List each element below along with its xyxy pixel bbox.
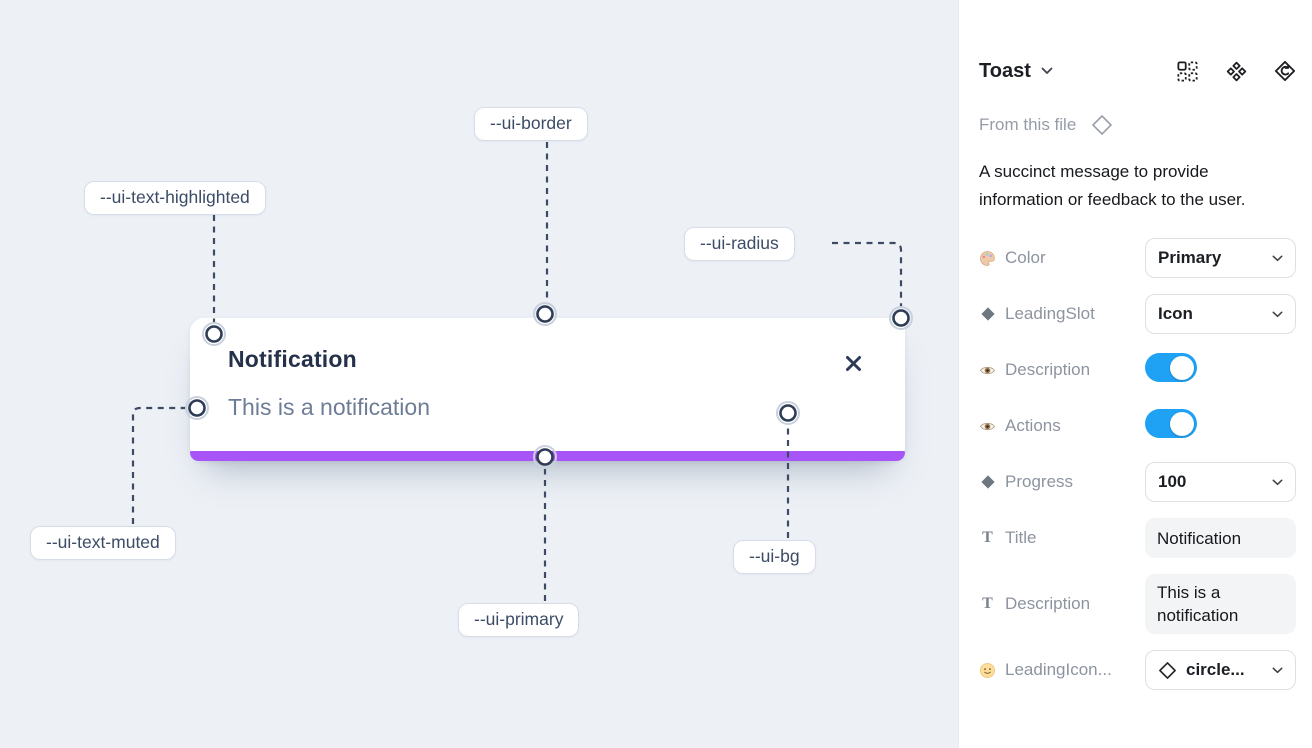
property-list: Color Primary LeadingSlot Icon bbox=[979, 238, 1296, 690]
prop-label-actions: Actions bbox=[1005, 416, 1061, 435]
swap-instance-icon[interactable] bbox=[1176, 60, 1198, 82]
panel-header: Toast bbox=[979, 56, 1296, 86]
component-title: Toast bbox=[979, 59, 1031, 82]
palette-icon bbox=[979, 250, 996, 267]
prop-label-leadingicon: LeadingIcon... bbox=[1005, 660, 1112, 679]
prop-row-description-toggle: Description bbox=[979, 350, 1296, 390]
prop-label-description: Description bbox=[1005, 360, 1091, 379]
annotation-ui-border: --ui-border bbox=[474, 107, 588, 141]
annotation-ui-text-muted: --ui-text-muted bbox=[30, 526, 176, 560]
prop-row-description-text: T Description This is a notification bbox=[979, 574, 1296, 634]
eye-icon bbox=[979, 362, 996, 379]
leadingslot-select[interactable]: Icon bbox=[1145, 294, 1296, 334]
chevron-down-icon bbox=[1272, 305, 1283, 323]
source-label: From this file bbox=[979, 115, 1077, 134]
component-description: A succinct message to provide informatio… bbox=[979, 162, 1246, 209]
chevron-down-icon bbox=[1272, 473, 1283, 491]
description-toggle[interactable] bbox=[1145, 353, 1197, 382]
prop-label-description-text: Description bbox=[1005, 594, 1091, 613]
annotation-ui-text-highlighted: --ui-text-highlighted bbox=[84, 181, 266, 215]
component-icon[interactable] bbox=[1225, 60, 1247, 82]
diamond-icon bbox=[979, 306, 996, 323]
smiley-icon bbox=[979, 662, 996, 679]
source-row: From this file bbox=[979, 112, 1296, 138]
diamond-outline-icon bbox=[1158, 661, 1177, 680]
toggle-knob bbox=[1170, 411, 1194, 436]
properties-panel: Toast bbox=[958, 0, 1312, 748]
eye-icon bbox=[979, 418, 996, 435]
toast-progress-bar bbox=[190, 451, 905, 461]
text-icon: T bbox=[982, 595, 993, 612]
prop-row-actions-toggle: Actions bbox=[979, 406, 1296, 446]
text-icon: T bbox=[982, 529, 993, 546]
prop-label-progress: Progress bbox=[1005, 472, 1074, 491]
prop-row-leadingicon: LeadingIcon... circle... bbox=[979, 650, 1296, 690]
title-field[interactable]: Notification bbox=[1145, 518, 1296, 558]
color-select[interactable]: Primary bbox=[1145, 238, 1296, 278]
chevron-down-icon bbox=[1272, 661, 1283, 679]
leadingicon-select[interactable]: circle... bbox=[1145, 650, 1296, 690]
annotation-ui-primary: --ui-primary bbox=[458, 603, 580, 637]
prop-row-progress: Progress 100 bbox=[979, 462, 1296, 502]
annotation-ui-radius: --ui-radius bbox=[684, 227, 795, 261]
prop-label-color: Color bbox=[1005, 248, 1046, 267]
component-canvas: Notification This is a notification bbox=[30, 107, 913, 637]
prop-label-leadingslot: LeadingSlot bbox=[1005, 304, 1095, 323]
diamond-outline-icon[interactable] bbox=[1090, 113, 1114, 137]
back-to-component-icon[interactable] bbox=[1274, 60, 1296, 82]
chevron-down-icon bbox=[1272, 249, 1283, 267]
annotation-ui-bg: --ui-bg bbox=[733, 540, 816, 574]
actions-toggle[interactable] bbox=[1145, 409, 1197, 438]
toast-description: This is a notification bbox=[228, 394, 430, 420]
prop-row-title: T Title Notification bbox=[979, 518, 1296, 558]
toast-preview[interactable]: Notification This is a notification bbox=[190, 318, 905, 461]
diamond-icon bbox=[979, 474, 996, 491]
toggle-knob bbox=[1170, 355, 1194, 380]
chevron-down-icon[interactable] bbox=[1041, 67, 1053, 75]
prop-row-leadingslot: LeadingSlot Icon bbox=[979, 294, 1296, 334]
close-icon bbox=[843, 353, 864, 379]
prop-row-color: Color Primary bbox=[979, 238, 1296, 278]
toast-close-button[interactable] bbox=[841, 354, 865, 378]
description-field[interactable]: This is a notification bbox=[1145, 574, 1296, 634]
prop-label-title: Title bbox=[1005, 528, 1037, 547]
progress-select[interactable]: 100 bbox=[1145, 462, 1296, 502]
toast-title: Notification bbox=[228, 346, 357, 372]
